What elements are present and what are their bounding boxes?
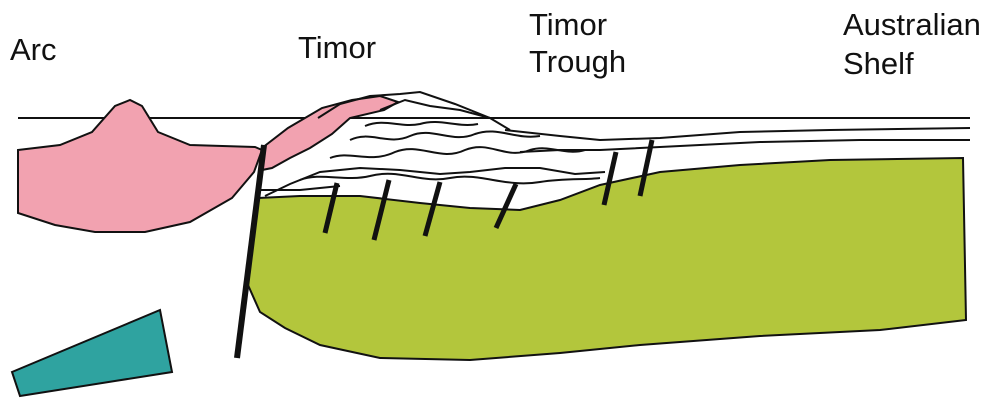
label-arc: Arc [10,33,57,67]
label-australian-shelf-line1: Australian [843,8,981,42]
oceanic-slab [12,310,172,396]
label-australian-shelf-line2: Shelf [843,47,914,81]
label-timor-trough-line2: Trough [529,45,626,79]
volcanic-arc [18,100,262,232]
label-timor-trough-line1: Timor [529,8,607,42]
timor-thrust-sheet [262,96,398,170]
label-timor: Timor [298,31,376,65]
